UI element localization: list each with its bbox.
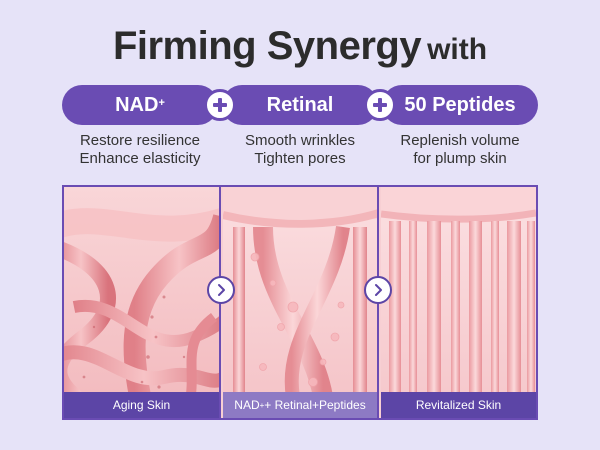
ingredient-pill-nad: NAD+ <box>62 85 218 125</box>
skin-comparison-panels: Aging Skin <box>62 185 538 420</box>
plus-icon <box>204 89 236 121</box>
ingredient-description: Replenish volume for plump skin <box>380 132 540 168</box>
description-line: for plump skin <box>413 150 507 167</box>
ingredient-description: Smooth wrinkles Tighten pores <box>220 132 380 168</box>
description-line: Smooth wrinkles <box>244 132 356 149</box>
chevron-right-icon <box>364 276 392 304</box>
chevron-right-icon <box>207 276 235 304</box>
aligned-fibers-illustration <box>381 187 536 418</box>
description-line: Enhance elasticity <box>79 150 201 167</box>
ingredient-name: 50 Peptides <box>404 93 516 116</box>
caption-part: NAD <box>234 398 260 412</box>
panel-aging-skin: Aging Skin <box>64 187 221 418</box>
headline-main: Firming Synergy <box>112 24 422 68</box>
panel-caption: Revitalized Skin <box>381 392 536 418</box>
plus-icon <box>364 89 396 121</box>
panel-caption: NAD+ + Retinal+Peptides <box>223 392 377 418</box>
smoothing-fibers-illustration <box>223 187 377 418</box>
ingredient-description: Restore resilience Enhance elasticity <box>60 132 220 168</box>
panel-treatment: NAD+ + Retinal+Peptides <box>223 187 379 418</box>
ingredient-name: NAD <box>115 93 159 116</box>
ingredient-superscript: + <box>158 97 165 109</box>
description-line: Replenish volume <box>400 132 520 149</box>
ingredient-pill-retinal: Retinal <box>222 85 378 125</box>
ingredient-name: Retinal <box>266 93 334 116</box>
panel-caption: Aging Skin <box>64 392 219 418</box>
ingredient-pill-peptides: 50 Peptides <box>382 85 538 125</box>
description-line: Restore resilience <box>79 132 201 149</box>
tangled-fibers-illustration <box>64 187 219 418</box>
caption-superscript: + <box>259 400 265 410</box>
description-line: Tighten pores <box>254 150 346 167</box>
caption-part: + Retinal+Peptides <box>264 398 366 412</box>
panel-revitalized-skin: Revitalized Skin <box>381 187 536 418</box>
headline-tail: with <box>427 33 488 66</box>
